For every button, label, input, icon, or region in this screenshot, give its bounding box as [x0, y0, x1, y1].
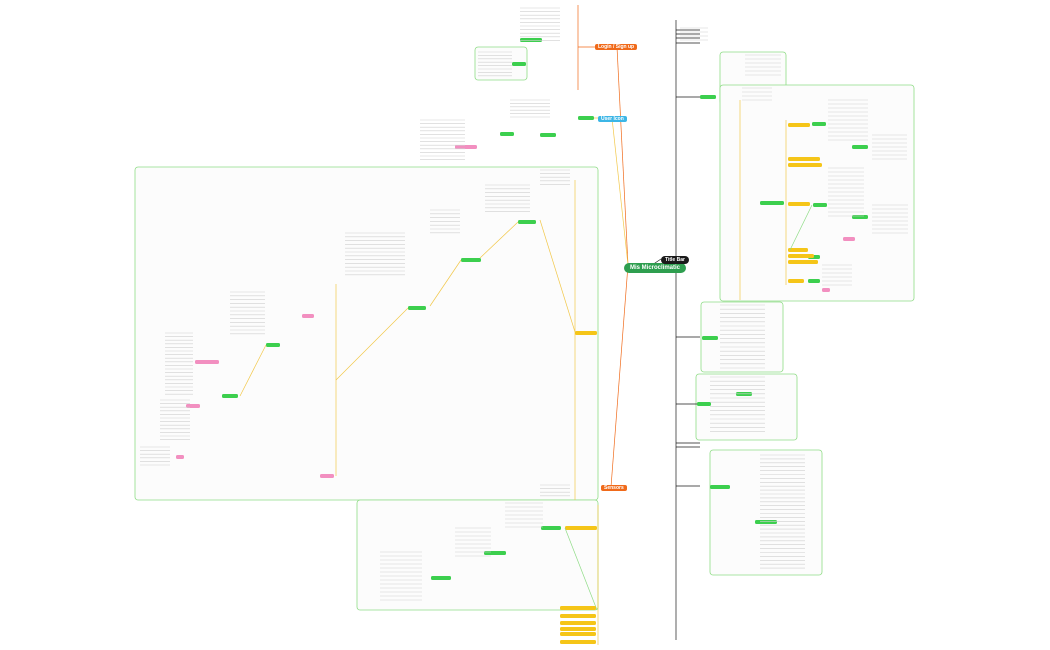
lower-node-a	[541, 526, 561, 530]
right-node-4	[710, 485, 730, 489]
right-node-7	[852, 145, 868, 149]
frame-sensors-main	[134, 166, 599, 501]
sensors-node-c	[408, 306, 426, 310]
lower-node-c	[431, 576, 451, 580]
root-topic[interactable]: Mis Microclimatic	[624, 263, 687, 273]
connector-root-user	[611, 117, 629, 266]
frame-right-2	[719, 84, 915, 302]
lower-bottom-yellow-3	[560, 627, 596, 631]
sensors-node-b	[461, 258, 481, 262]
right-node-yellow-6	[788, 254, 814, 258]
lower-bottom-yellow-2	[560, 621, 596, 625]
right-node-yellow-4	[788, 202, 810, 206]
right-node-3	[697, 402, 711, 406]
right-node-yellow-7	[788, 260, 818, 264]
sensors-node-yellow	[575, 331, 597, 335]
user-node-3	[500, 132, 514, 136]
branch-user-icon[interactable]: User Icon	[598, 116, 627, 122]
sensors-link-c	[429, 259, 462, 307]
sensors-node-pink-2	[195, 360, 219, 364]
right-node-12	[808, 279, 820, 283]
right-node-yellow-2	[788, 157, 820, 161]
sensors-link-a	[539, 219, 576, 333]
login-node-1	[520, 38, 542, 42]
lower-bottom-yellow-0	[560, 606, 596, 610]
sensors-node-pink-5	[320, 474, 334, 478]
right-node-yellow-8	[788, 279, 804, 283]
right-node-yellow-1	[788, 123, 810, 127]
lower-bottom-yellow-1	[560, 614, 596, 618]
sensors-node-d	[266, 343, 280, 347]
right-node-yellow-3	[788, 163, 822, 167]
right-node-1	[700, 95, 716, 99]
right-link-green	[789, 204, 813, 251]
right-node-13	[755, 520, 777, 524]
lower-link-green	[564, 527, 598, 611]
connector-root-sensors	[610, 264, 629, 488]
sensors-link-d	[335, 307, 409, 381]
user-node-2	[540, 133, 556, 137]
lower-bottom-yellow-4	[560, 632, 596, 636]
right-node-10	[852, 215, 868, 219]
branch-login[interactable]: Login / Sign up	[595, 44, 638, 50]
lower-bottom-yellow-5	[560, 640, 596, 644]
right-node-pink	[843, 237, 855, 241]
user-node-pink	[455, 145, 477, 149]
sensors-node-a	[518, 220, 536, 224]
lower-node-yellow	[565, 526, 597, 530]
title-bar-node[interactable]: Title Bar	[661, 256, 689, 264]
right-node-2	[702, 336, 718, 340]
user-node-1	[578, 116, 594, 120]
frame-right-3	[700, 301, 784, 373]
right-node-6	[812, 122, 826, 126]
right-node-yellow-5	[788, 248, 808, 252]
frame-sensors-lower	[356, 499, 599, 611]
sensors-node-pink	[302, 314, 314, 318]
right-node-pink-2	[822, 288, 830, 292]
sensors-link-b	[479, 221, 519, 259]
login-node-2	[512, 62, 526, 66]
branch-sensors[interactable]: Sensors	[601, 485, 627, 491]
sensors-node-e	[222, 394, 238, 398]
connector-root-login	[616, 46, 629, 266]
frame-right-5	[709, 449, 823, 576]
lower-node-b	[484, 551, 506, 555]
right-node-9	[813, 203, 827, 207]
frame-right-4	[695, 373, 798, 441]
right-node-8	[760, 201, 784, 205]
sensors-link-e	[239, 344, 267, 397]
sensors-node-pink-4	[176, 455, 184, 459]
